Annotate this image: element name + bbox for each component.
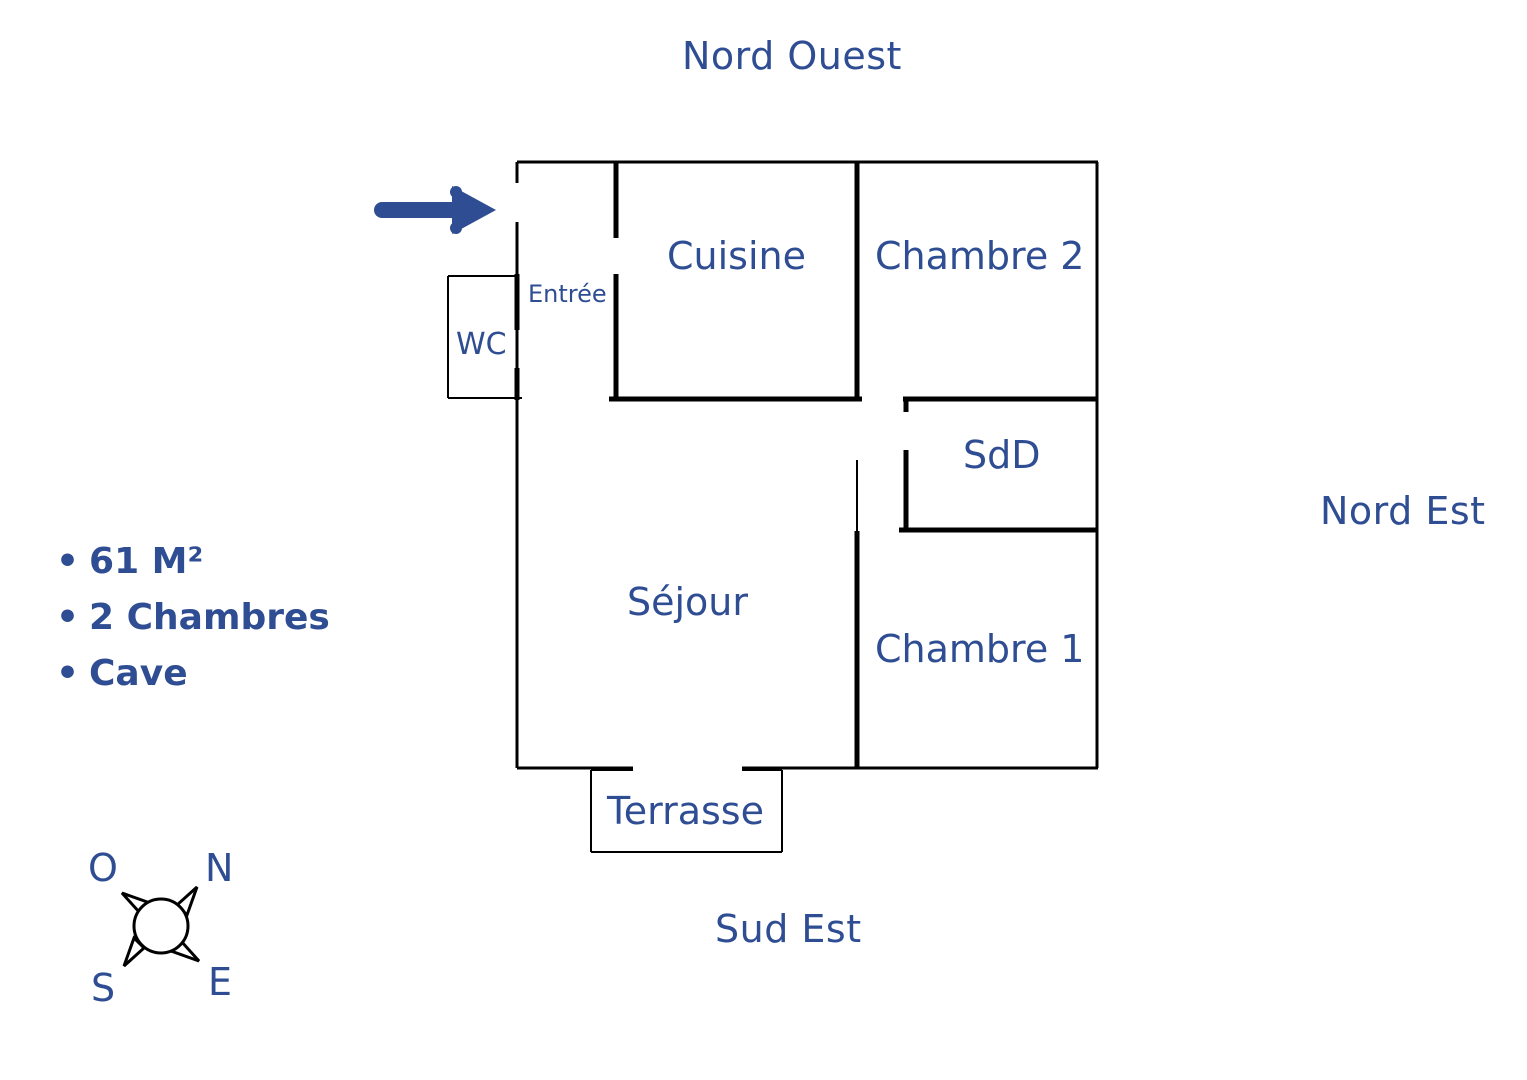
compass-rose-icon: [120, 885, 201, 968]
room-label-chambre2: Chambre 2: [875, 234, 1085, 278]
interior-walls: [514, 162, 1097, 768]
room-label-chambre1: Chambre 1: [875, 627, 1085, 671]
compass-letter-ne: N: [205, 846, 234, 890]
feature-bedrooms: 2 Chambres: [56, 590, 330, 646]
compass-letter-nw: O: [88, 846, 118, 890]
room-label-entree: Entrée: [528, 280, 607, 308]
orientation-bottom: Sud Est: [715, 907, 862, 951]
room-label-terrasse: Terrasse: [607, 789, 764, 833]
arrow-right-icon: [374, 186, 496, 234]
thin-walls: [447, 275, 858, 853]
room-label-wc: WC: [456, 327, 507, 362]
compass-letter-sw: S: [91, 966, 116, 1010]
orientation-top: Nord Ouest: [682, 34, 902, 78]
features-list: 61 M² 2 Chambres Cave: [56, 534, 330, 702]
orientation-right: Nord Est: [1320, 489, 1486, 533]
room-label-sejour: Séjour: [627, 580, 749, 624]
room-label-sdd: SdD: [963, 433, 1041, 477]
feature-surface: 61 M²: [56, 534, 330, 590]
room-label-cuisine: Cuisine: [667, 234, 806, 278]
compass-letter-se: E: [208, 960, 233, 1004]
feature-cellar: Cave: [56, 646, 330, 702]
